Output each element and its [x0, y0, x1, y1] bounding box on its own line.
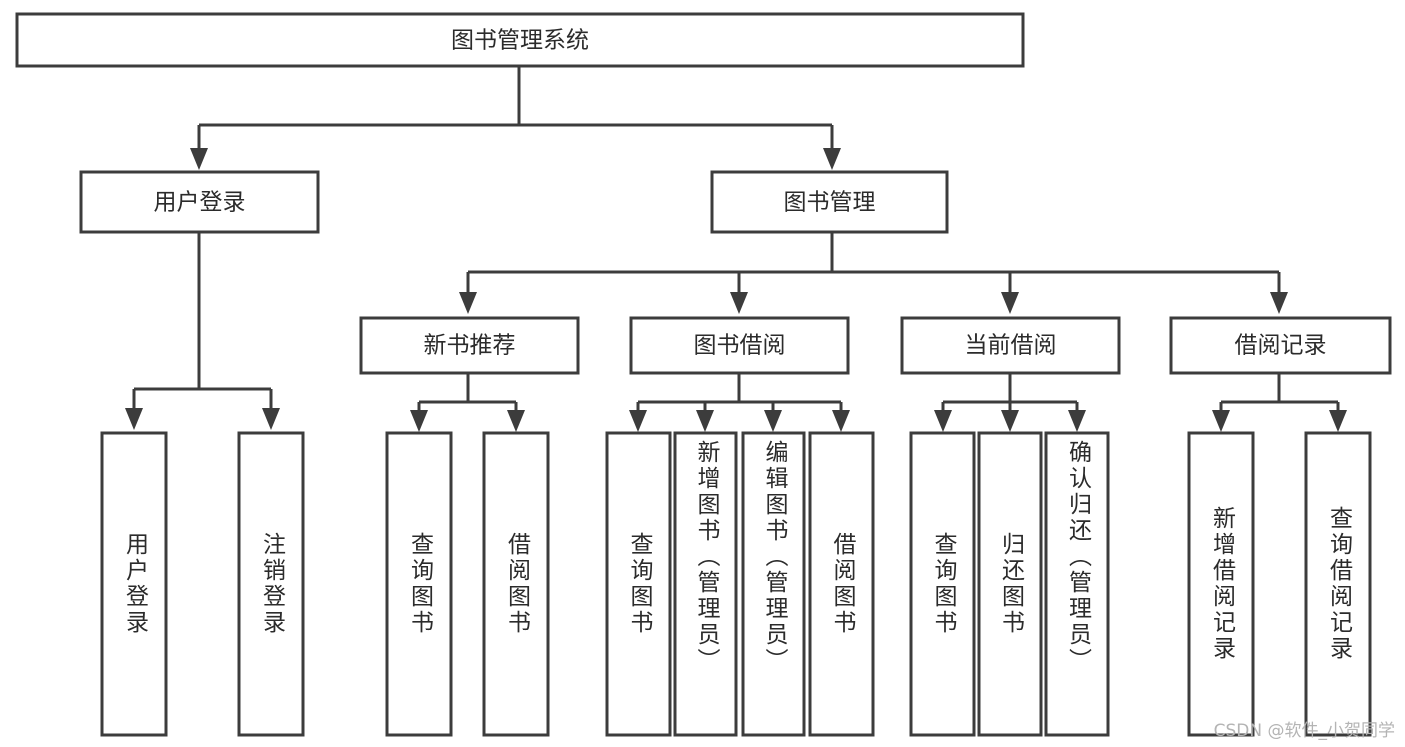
arrow-to-leaf-add-record	[1212, 410, 1230, 432]
connector-currentborrow-to-leaves	[941, 373, 1079, 410]
connector-bookmgmt-to-level3	[466, 232, 1281, 292]
leaf-box-query-book-2[interactable]	[605, 431, 672, 737]
arrow-to-leaf-query-book-1	[410, 410, 428, 432]
leaf-box-query-record[interactable]	[1304, 431, 1372, 737]
node-user-login-label: 用户登录	[154, 190, 246, 216]
connector-root-to-level2	[197, 66, 834, 148]
arrow-to-leaf-add-book	[696, 410, 714, 432]
leaf-box-return-book[interactable]	[977, 431, 1043, 737]
arrow-to-leaf-query-book-2	[629, 410, 647, 432]
connector-bookborrow-to-leaves	[636, 373, 843, 410]
leaf-box-layer	[100, 431, 1372, 737]
leaf-box-add-book[interactable]	[673, 431, 738, 737]
arrow-to-book-management	[823, 148, 841, 170]
node-book-borrow[interactable]: 图书借阅	[629, 316, 850, 375]
arrow-to-leaf-query-record	[1329, 410, 1347, 432]
connector-borrowrecord-to-leaves	[1219, 373, 1340, 410]
node-borrow-record[interactable]: 借阅记录	[1169, 316, 1392, 375]
connector-userlogin-to-leaves	[132, 232, 273, 408]
leaf-box-query-book-1[interactable]	[385, 431, 453, 737]
arrow-to-new-book-recommend	[459, 292, 477, 314]
node-root[interactable]: 图书管理系统	[15, 12, 1025, 68]
connector-newbook-to-leaves	[417, 373, 518, 410]
arrow-to-book-borrow	[730, 292, 748, 314]
arrow-to-leaf-logout-login	[262, 408, 280, 430]
connector-layer	[125, 66, 1347, 432]
csdn-watermark: CSDN @软件_小贺同学	[1213, 721, 1395, 741]
arrow-to-leaf-confirm-return	[1068, 410, 1086, 432]
arrow-to-leaf-query-book-3	[934, 410, 952, 432]
arrow-to-leaf-user-login	[125, 408, 143, 430]
leaf-box-edit-book[interactable]	[741, 431, 806, 737]
leaf-box-logout-login[interactable]	[237, 431, 305, 737]
node-book-borrow-label: 图书借阅	[694, 333, 786, 359]
arrow-to-leaf-return-book	[1001, 410, 1019, 432]
leaf-box-user-login[interactable]	[100, 431, 168, 737]
arrow-to-leaf-edit-book	[764, 410, 782, 432]
node-new-book-recommend[interactable]: 新书推荐	[359, 316, 580, 375]
node-current-borrow-label: 当前借阅	[965, 333, 1057, 359]
arrow-to-borrow-record	[1270, 292, 1288, 314]
arrow-to-user-login	[190, 148, 208, 170]
node-book-management-label: 图书管理	[784, 190, 876, 216]
leaf-box-borrow-book-1[interactable]	[482, 431, 550, 737]
leaf-box-confirm-return[interactable]	[1044, 431, 1110, 737]
node-root-label: 图书管理系统	[451, 28, 589, 54]
node-borrow-record-label: 借阅记录	[1235, 333, 1327, 359]
leaf-box-borrow-book-2[interactable]	[808, 431, 875, 737]
node-user-login[interactable]: 用户登录	[79, 170, 320, 234]
arrow-to-current-borrow	[1001, 292, 1019, 314]
leaf-box-query-book-3[interactable]	[909, 431, 976, 737]
node-book-management[interactable]: 图书管理	[710, 170, 949, 234]
arrow-to-leaf-borrow-book-2	[832, 410, 850, 432]
arrow-to-leaf-borrow-book-1	[507, 410, 525, 432]
node-current-borrow[interactable]: 当前借阅	[900, 316, 1121, 375]
leaf-box-add-record[interactable]	[1187, 431, 1255, 737]
node-new-book-recommend-label: 新书推荐	[424, 333, 516, 359]
